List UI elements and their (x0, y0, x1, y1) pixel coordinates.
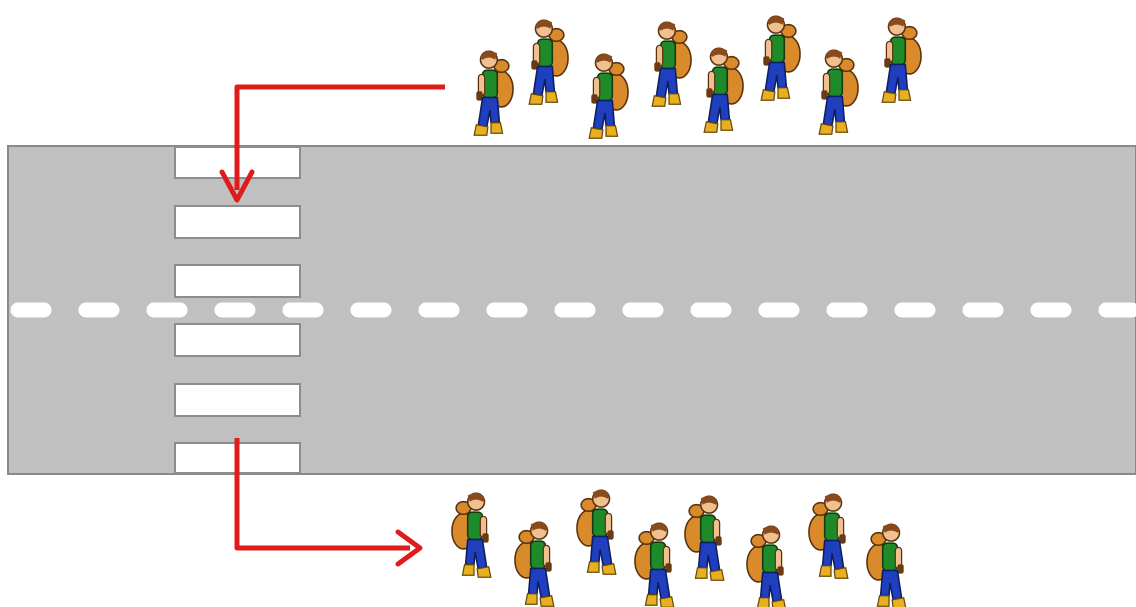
pedestrian-group-bottom (451, 489, 907, 607)
hiker-with-backpack-icon (588, 53, 629, 140)
crosswalk-stripe (174, 205, 301, 239)
hiker-with-backpack-icon (818, 49, 859, 136)
hiker-with-backpack-icon (808, 493, 849, 580)
hiker-with-backpack-icon (514, 521, 555, 607)
hiker-with-backpack-icon (528, 19, 569, 106)
crosswalk-stripe (174, 264, 301, 298)
hiker-with-backpack-icon (634, 522, 675, 607)
arrow-into-crosswalk (219, 84, 445, 203)
arrow-head-icon (395, 529, 423, 567)
hiker-with-backpack-icon (746, 525, 787, 607)
hiker-with-backpack-icon (866, 523, 907, 607)
hiker-with-backpack-icon (703, 47, 744, 134)
crosswalk (174, 146, 301, 474)
hiker-with-backpack-icon (651, 21, 692, 108)
crosswalk-stripe (174, 383, 301, 417)
hiker-with-backpack-icon (473, 50, 514, 137)
arrow-head-icon (219, 169, 255, 203)
hiker-with-backpack-icon (881, 17, 922, 104)
crosswalk-stripe (174, 323, 301, 357)
pedestrian-group-top (473, 15, 922, 140)
arrow-out-of-crosswalk (234, 438, 423, 567)
hiker-with-backpack-icon (684, 495, 725, 582)
hiker-with-backpack-icon (760, 15, 801, 102)
hiker-with-backpack-icon (576, 489, 617, 576)
hiker-with-backpack-icon (451, 492, 492, 579)
